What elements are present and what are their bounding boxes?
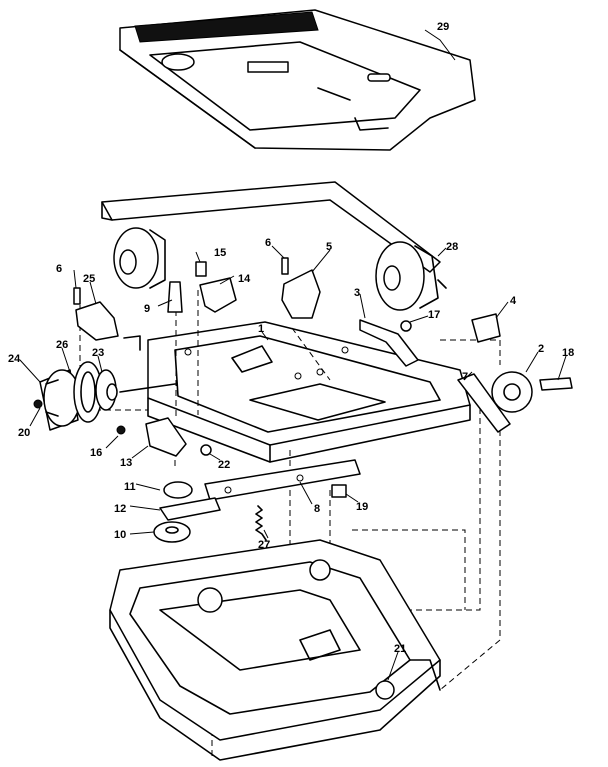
callout-6-center: 6	[265, 237, 271, 249]
callout-24: 24	[8, 353, 21, 365]
idler-gear-set	[153, 481, 221, 543]
coil-spring	[255, 505, 267, 541]
callout-23: 23	[92, 347, 104, 359]
callout-2: 2	[538, 343, 544, 355]
callout-12: 12	[114, 503, 126, 515]
callout-8: 8	[314, 503, 320, 515]
right-gear-assembly	[457, 313, 573, 433]
center-bracket	[281, 257, 321, 319]
callout-14: 14	[238, 273, 251, 285]
callout-21: 21	[394, 643, 406, 655]
callout-labels: 29 28 27 26 25 24 23 22 21 20 19 18 17 1…	[8, 21, 574, 655]
washer-part	[200, 444, 212, 456]
callout-10: 10	[114, 529, 126, 541]
callout-13: 13	[120, 457, 132, 469]
callout-1: 1	[258, 323, 264, 335]
callout-22: 22	[218, 459, 230, 471]
callout-16: 16	[90, 447, 102, 459]
tape-guide-frame	[101, 181, 441, 273]
reel-pulley-right	[375, 241, 447, 311]
callout-9: 9	[144, 303, 150, 315]
pinch-bracket-left	[73, 287, 119, 341]
motor-assembly	[33, 361, 176, 431]
bottom-chassis-frame	[109, 539, 441, 761]
callout-28: 28	[446, 241, 458, 253]
callout-11: 11	[124, 481, 136, 493]
callout-25: 25	[83, 273, 95, 285]
callout-6-left: 6	[56, 263, 62, 275]
top-cover-part	[119, 9, 476, 151]
callout-7: 7	[462, 371, 468, 383]
callout-4: 4	[510, 295, 517, 307]
callout-19: 19	[356, 501, 368, 513]
callout-3: 3	[354, 287, 360, 299]
callout-15: 15	[214, 247, 226, 259]
callout-26: 26	[56, 339, 68, 351]
callout-29: 29	[437, 21, 449, 33]
callout-18: 18	[562, 347, 574, 359]
callout-27: 27	[258, 539, 270, 551]
tension-lever	[359, 319, 419, 367]
callout-20: 20	[18, 427, 30, 439]
reel-pulley-left	[113, 227, 166, 289]
leader-lines	[19, 29, 567, 681]
shaft-and-bracket	[167, 261, 237, 313]
cam-plate	[116, 417, 187, 457]
callout-5: 5	[326, 241, 332, 253]
main-chassis-plate	[123, 321, 471, 463]
slide-bar	[204, 459, 361, 501]
callout-17: 17	[428, 309, 440, 321]
